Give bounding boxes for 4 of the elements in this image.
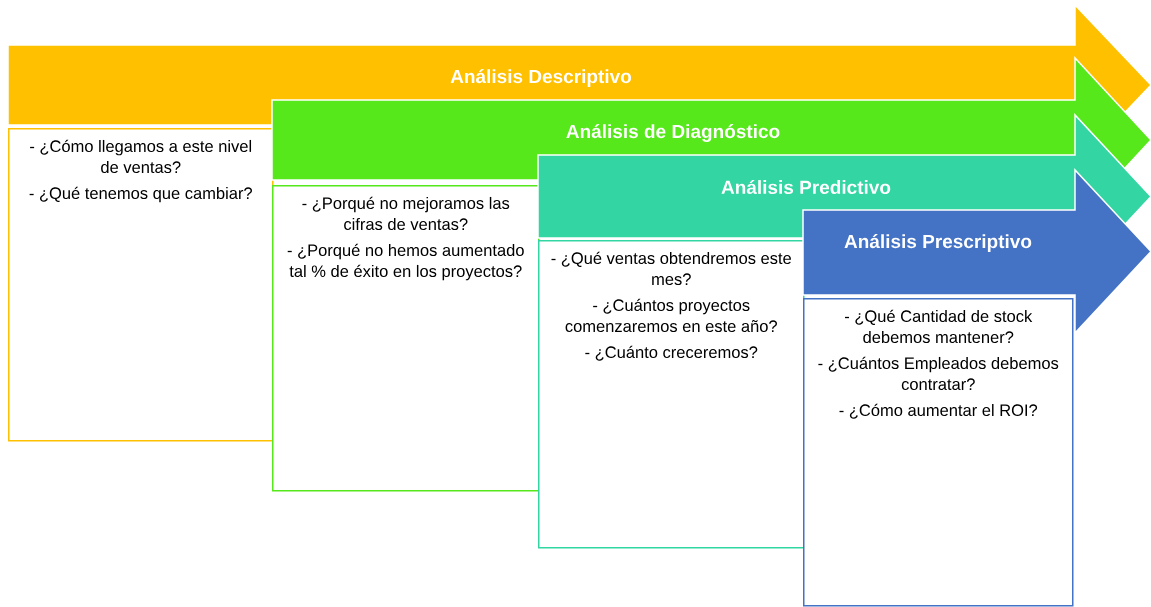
- question-box: - ¿Porqué no mejoramos las cifras de ventas? - ¿Porqué no hemos aumentado tal % de éxito en los proyectos?: [272, 185, 540, 492]
- question-box: - ¿Cómo llegamos a este nivel de ventas? - ¿Qué tenemos que cambiar?: [8, 128, 274, 442]
- question-box: - ¿Qué Cantidad de stock debemos mantener? - ¿Cuántos Empleados debemos contratar? - ¿Cómo aumentar el ROI?: [803, 298, 1074, 607]
- question-box: - ¿Qué ventas obtendremos este mes? - ¿Cuántos proyectos comenzaremos en este año? - ¿Cuánto creceremos?: [538, 240, 805, 549]
